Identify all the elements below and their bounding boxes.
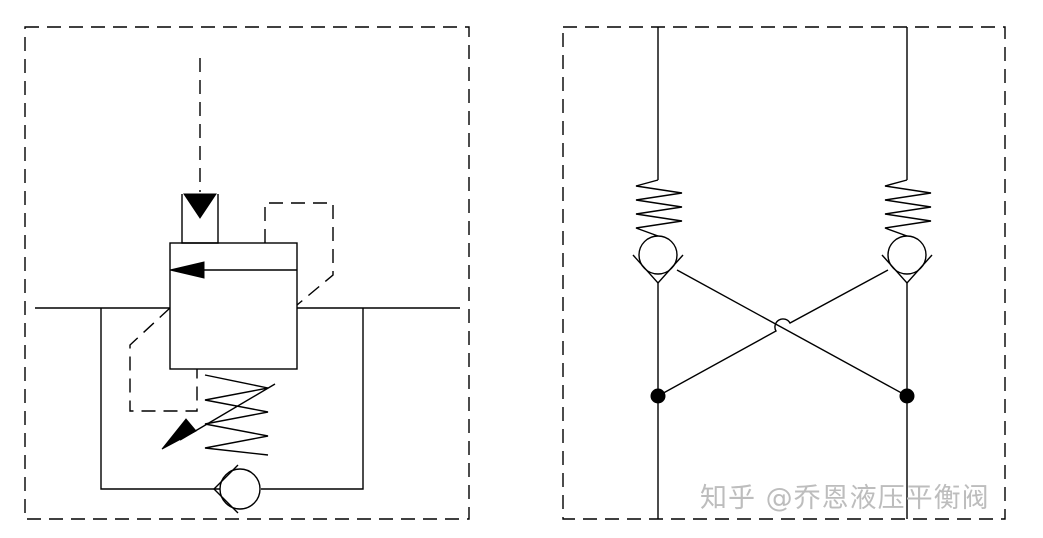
watermark-text: 知乎 @乔恩液压平衡阀 [700,483,990,514]
check-ball [219,468,261,510]
valve-flow-arrow [169,261,205,279]
left-junction-dot [650,388,666,404]
drain-dashed-top [264,202,334,306]
right-boundary-frame [562,26,1006,520]
left-check-ball [638,235,678,275]
right-check-seat [881,254,933,285]
valve-spring [204,374,269,456]
cross-line-b [657,269,889,397]
right-check-ball [887,235,927,275]
pilot-arrow-down [183,193,217,219]
left-valve-diagram [24,26,470,520]
cross-line-a [676,269,908,397]
right-check-diagram [562,26,1006,520]
bypass-loop [100,308,220,490]
right-check-spring [884,179,932,237]
right-junction-dot [899,388,915,404]
left-check-spring [635,179,683,237]
left-check-seat [632,254,684,285]
adjust-arrow [161,418,197,450]
drain-dashed-left [129,307,198,412]
left-boundary-frame [24,26,470,520]
bypass-loop-right [261,308,364,490]
check-seat [213,464,239,514]
valve-block [169,242,298,370]
